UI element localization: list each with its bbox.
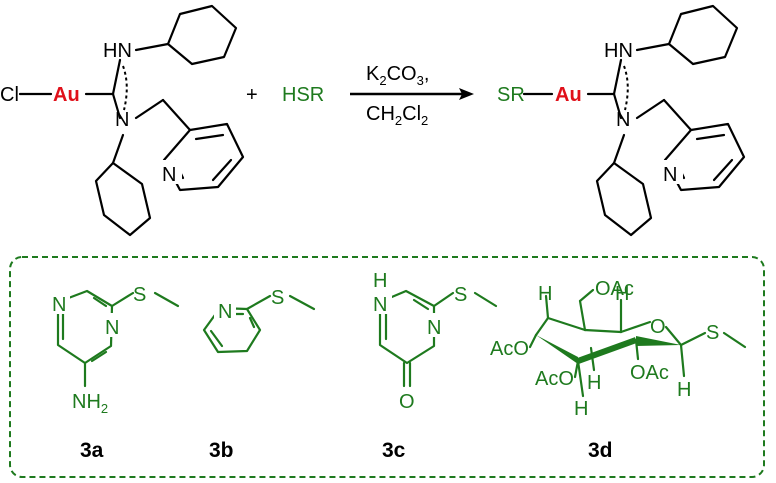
- ligand-3d-s: S: [706, 322, 719, 344]
- ligand-3c-label: 3c: [382, 439, 406, 462]
- ligand-3a-n2: N: [105, 317, 119, 339]
- ligand-3c-n1: N: [373, 294, 387, 316]
- ligand-3c-n2: N: [427, 317, 441, 339]
- thiolate-sr: SR: [497, 84, 525, 106]
- chlorine-atom: Cl: [0, 84, 19, 106]
- amine-n: N: [115, 109, 129, 131]
- ligand-3d-oac-top: OAc: [595, 278, 634, 300]
- product-gold-atom: Au: [555, 84, 582, 106]
- ligand-3d-h2: H: [615, 283, 629, 305]
- ligand-3a-s: S: [133, 284, 146, 306]
- ligand-3c: H N N S O 3c: [370, 270, 498, 462]
- ligand-3c-s: S: [454, 284, 467, 306]
- ligand-3d-ring-o: O: [650, 316, 666, 338]
- ligand-3a: N N S NH2 3a: [48, 284, 180, 462]
- ligand-3a-label: 3a: [80, 439, 104, 462]
- product-gold-complex: SR Au HN N N: [497, 4, 746, 237]
- ligand-3d-oac-right: OAc: [630, 362, 669, 384]
- reagent-k2co3: K2CO3,: [366, 63, 429, 88]
- ligand-3d-h1: H: [538, 283, 552, 305]
- amine-hn: HN: [103, 40, 132, 62]
- ligand-3d-h3: H: [574, 398, 588, 420]
- ligand-3c-h: H: [373, 270, 387, 292]
- ligand-3c-o: O: [399, 391, 415, 413]
- product-amine-n: N: [616, 109, 630, 131]
- ligand-3a-nh2: NH2: [72, 391, 108, 416]
- reactant-gold-complex: Cl Au HN N N: [0, 4, 245, 237]
- ligand-3b-s: S: [271, 287, 284, 309]
- ligand-3d-aco-left: AcO: [490, 338, 529, 360]
- ligand-3b-label: 3b: [209, 439, 234, 462]
- product-pyridine-n: N: [663, 164, 677, 186]
- ligand-3d-label: 3d: [588, 439, 613, 462]
- product-amine-hn: HN: [604, 40, 633, 62]
- ligand-3d-aco-mid: AcO: [535, 368, 574, 390]
- ligand-3d-h4: H: [587, 372, 601, 394]
- pyridine-n: N: [162, 164, 176, 186]
- ligand-box: [9, 256, 765, 478]
- thiol-hsr: HSR: [282, 84, 324, 106]
- reaction-conditions: K2CO3, CH2Cl2: [350, 63, 474, 128]
- gold-atom: Au: [53, 84, 80, 106]
- ligand-3b-n1: N: [218, 301, 232, 323]
- plus-sign: +: [246, 84, 258, 106]
- ligand-3b: N S 3b: [202, 287, 316, 462]
- ligand-3a-n1: N: [52, 294, 66, 316]
- ligand-3d: OAc AcO AcO OAc O S H H H H H 3d: [490, 278, 747, 462]
- solvent-ch2cl2: CH2Cl2: [366, 103, 428, 128]
- ligand-3d-h5: H: [677, 379, 691, 401]
